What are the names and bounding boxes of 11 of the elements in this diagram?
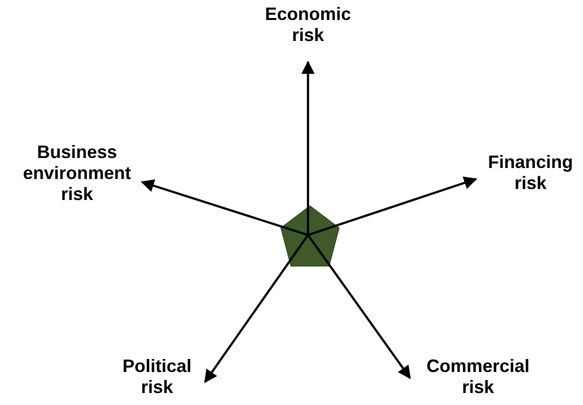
- risk-label: Business environment risk: [8, 142, 146, 208]
- arrow: [140, 179, 308, 236]
- risk-label: Financing risk: [478, 152, 583, 196]
- arrow: [308, 176, 478, 236]
- risk-label: Political risk: [113, 356, 201, 400]
- risk-label: Economic risk: [258, 4, 358, 48]
- arrow: [307, 234, 411, 380]
- arrow: [301, 60, 315, 235]
- risk-label: Commercial risk: [410, 356, 546, 400]
- arrow: [204, 234, 309, 384]
- pentagon-shape: [280, 205, 340, 267]
